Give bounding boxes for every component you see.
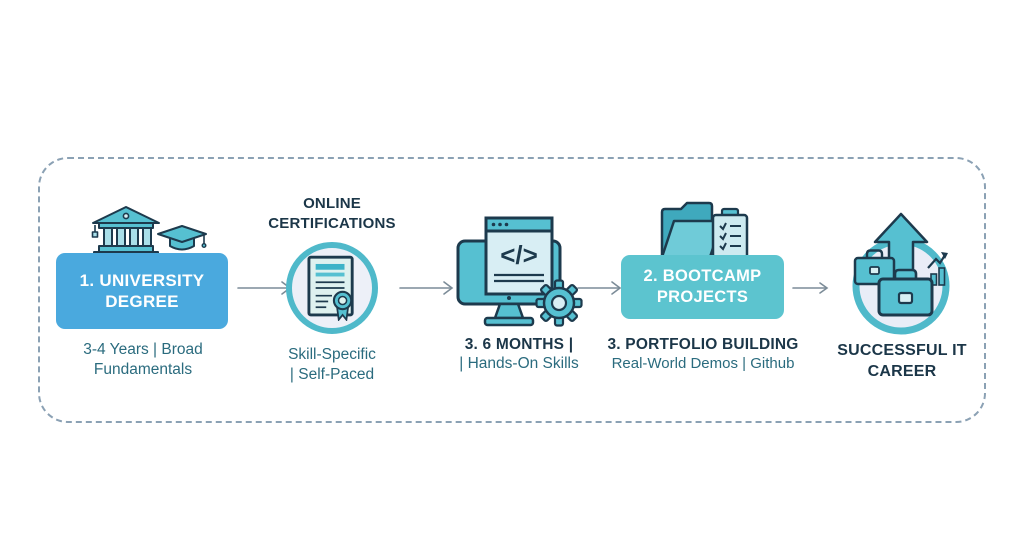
university-degree-label-line1: 1. UNIVERSITY <box>79 270 205 290</box>
certifications-header: ONLINE CERTIFICATIONS <box>268 195 396 232</box>
career-growth-icon <box>846 212 956 338</box>
portfolio-caption: 3. PORTFOLIO BUILDING Real-World Demos |… <box>600 335 806 374</box>
certifications-caption: Skill-Specific | Self-Paced <box>288 346 376 383</box>
bootcamp-projects-box: 2. BOOTCAMP PROJECTS <box>621 255 784 319</box>
career-title: SUCCESSFUL IT CAREER <box>837 342 967 380</box>
university-degree-box: 1. UNIVERSITY DEGREE <box>56 253 228 329</box>
portfolio-title: 3. PORTFOLIO BUILDING <box>607 336 799 353</box>
certifications-circle <box>286 242 378 334</box>
six-months-caption: 3. 6 MONTHS | | Hands-On Skills <box>434 335 604 374</box>
gear-icon <box>535 279 583 327</box>
six-months-title: 3. 6 MONTHS | <box>464 336 574 353</box>
flow-arrow-icon <box>792 280 834 296</box>
svg-text:</>: </> <box>500 240 538 270</box>
bootcamp-label-line2: PROJECTS <box>656 288 749 306</box>
certificate-icon <box>307 255 357 321</box>
graduation-cap-icon <box>157 225 207 251</box>
university-caption: 3-4 Years | Broad Fundamentals <box>83 341 203 378</box>
flow-arrow-icon <box>399 280 459 296</box>
flow-arrow-icon <box>577 280 627 296</box>
code-monitor-icon: </> <box>456 216 584 328</box>
university-building-icon <box>84 206 208 260</box>
university-degree-label-line2: DEGREE <box>105 292 179 311</box>
bootcamp-label-line1: 2. BOOTCAMP <box>643 267 762 286</box>
folder-checklist-icon <box>657 199 751 263</box>
dashed-border-frame <box>38 157 986 423</box>
